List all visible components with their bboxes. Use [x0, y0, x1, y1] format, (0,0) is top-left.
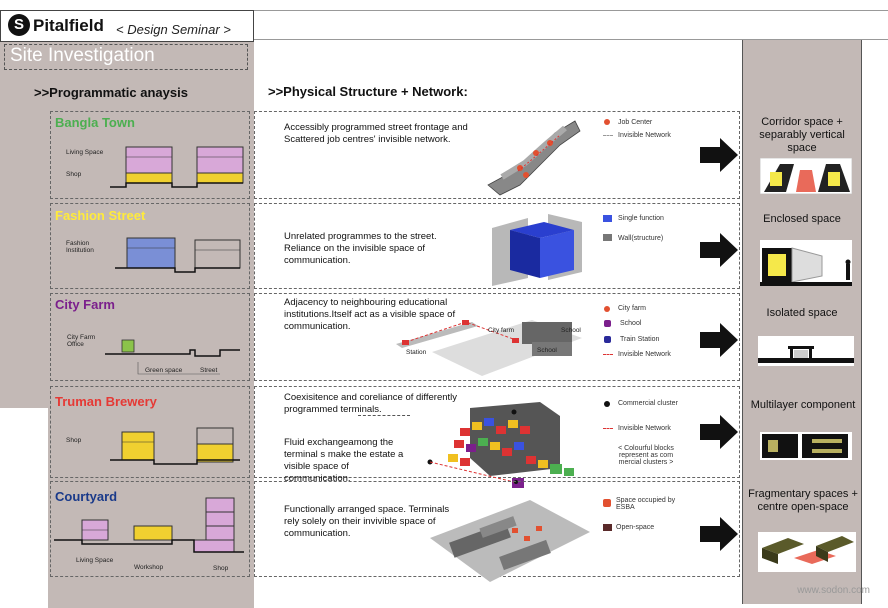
- structure-model: [427, 402, 574, 488]
- row-title: Truman Brewery: [55, 394, 157, 409]
- label-workshop: Workshop: [134, 564, 164, 571]
- space-type-label: Multilayer component: [750, 399, 856, 411]
- legend-swatch-dark: [603, 524, 612, 531]
- row-middle-box: [254, 111, 740, 199]
- row-description-2: Fluid exchangeamong the terminal s make …: [284, 437, 404, 484]
- legend-label: Open-space: [616, 524, 655, 531]
- map-label: School: [561, 327, 581, 334]
- legend-label: Job Center: [618, 119, 653, 126]
- space-thumbnail: [760, 240, 852, 286]
- page-title: Pitalfield: [33, 16, 104, 35]
- watermark: www.sodon.com: [797, 585, 870, 596]
- space-thumbnail: [760, 158, 852, 194]
- section-diagram: [110, 146, 244, 188]
- label-street: Street: [200, 367, 218, 374]
- label-shop: Shop: [66, 171, 82, 178]
- row-description: Coexisitence and coreliance of different…: [284, 392, 458, 415]
- legend-label: Single function: [618, 215, 664, 222]
- row-title: Fashion Street: [55, 208, 146, 223]
- legend-label: Space occupied by ESBA: [616, 497, 676, 511]
- label-shop: Shop: [66, 437, 82, 444]
- row-left-box: [50, 111, 250, 199]
- row-middle-box: [254, 203, 740, 289]
- left-heading: >>Programmatic anaysis: [34, 85, 188, 100]
- legend-label: Wall(structure): [618, 235, 664, 242]
- space-type-label: Enclosed space: [763, 213, 841, 225]
- legend-line: [603, 428, 613, 429]
- legend-hex-red: [603, 499, 611, 507]
- row-title: City Farm: [55, 297, 115, 312]
- space-thumbnail: [758, 532, 856, 572]
- legend-line: [603, 354, 613, 355]
- right-arrow-icon: [700, 233, 738, 267]
- right-arrow-icon: [700, 415, 738, 449]
- legend-note: < Colourful blocks represent as com merc…: [618, 445, 674, 466]
- right-arrow-icon: [700, 323, 738, 357]
- label-living-space: Living Space: [66, 149, 104, 156]
- section-diagram: [110, 427, 240, 465]
- map-label: City farm: [488, 327, 514, 334]
- row-description: Functionally arranged space. Terminals r…: [284, 504, 450, 539]
- structure-model: [492, 214, 582, 286]
- legend-label: Invisible Network: [618, 351, 671, 358]
- section-diagram: [54, 497, 244, 553]
- dashed-pointer: [358, 415, 410, 416]
- legend-label: Commercial cluster: [618, 400, 678, 407]
- legend-hex-purple: [604, 320, 611, 327]
- legend-label: School: [620, 320, 642, 327]
- row-title: Courtyard: [55, 489, 118, 504]
- logo-icon: S: [8, 14, 30, 36]
- left-panel-white-notch: [0, 408, 48, 608]
- middle-heading: >>Physical Structure + Network:: [268, 84, 468, 99]
- structure-model: [396, 320, 582, 376]
- right-arrow-icon: [700, 138, 738, 172]
- label-city-farm-office: City Farm Office: [67, 334, 96, 348]
- space-type-label: Corridor space + separably vertical spac…: [759, 116, 845, 154]
- section-box: [4, 44, 248, 70]
- legend-swatch-blue: [603, 215, 612, 222]
- map-label: Station: [406, 349, 427, 356]
- row-middle-box: [254, 386, 740, 478]
- row-left-box: [50, 293, 250, 381]
- section-diagram: [115, 237, 241, 273]
- row-description: Unrelated programmes to the street. Reli…: [284, 231, 437, 266]
- structure-model: [430, 500, 590, 582]
- structure-model: [487, 120, 581, 196]
- space-type-label: Isolated space: [766, 307, 838, 319]
- legend-hex-blue: [604, 336, 611, 343]
- label-shop: Shop: [213, 565, 229, 572]
- legend-label: Invisible Network: [618, 425, 671, 432]
- row-middle-box: [254, 293, 740, 381]
- label-living-space: Living Space: [76, 557, 114, 564]
- title-bar: [0, 10, 888, 40]
- space-thumbnail: [758, 336, 854, 366]
- row-left-box: [50, 481, 250, 577]
- right-arrow-icon: [700, 517, 738, 551]
- row-description: Accessibly programmed street frontage an…: [284, 122, 468, 145]
- space-type-label: Fragmentary spaces + centre open-space: [748, 488, 858, 513]
- page-subtitle: < Design Seminar >: [116, 22, 231, 37]
- right-panel: [742, 40, 862, 604]
- legend-label: Invisible Network: [618, 132, 671, 139]
- map-label: School: [537, 347, 557, 354]
- legend-label: Train Station: [620, 336, 660, 343]
- section-title: Site Investigation: [10, 45, 155, 66]
- legend-swatch-gray: [603, 234, 612, 241]
- section-diagram: [105, 339, 240, 375]
- legend-dot-red: [604, 306, 610, 312]
- row-description: Adjacency to neighbouring educational in…: [284, 297, 456, 332]
- legend-dot-black: [604, 401, 610, 407]
- legend-line: [603, 135, 613, 136]
- row-left-box: [50, 386, 250, 478]
- row-title: Bangla Town: [55, 115, 135, 130]
- title-left-box: [0, 10, 254, 42]
- legend-label: City farm: [618, 305, 646, 312]
- space-thumbnail: [760, 432, 852, 460]
- label-green-space: Green space: [145, 367, 183, 374]
- legend-dot-red: [604, 119, 610, 125]
- label-fashion-institution: Fashion Institution: [66, 240, 94, 254]
- row-left-box: [50, 203, 250, 289]
